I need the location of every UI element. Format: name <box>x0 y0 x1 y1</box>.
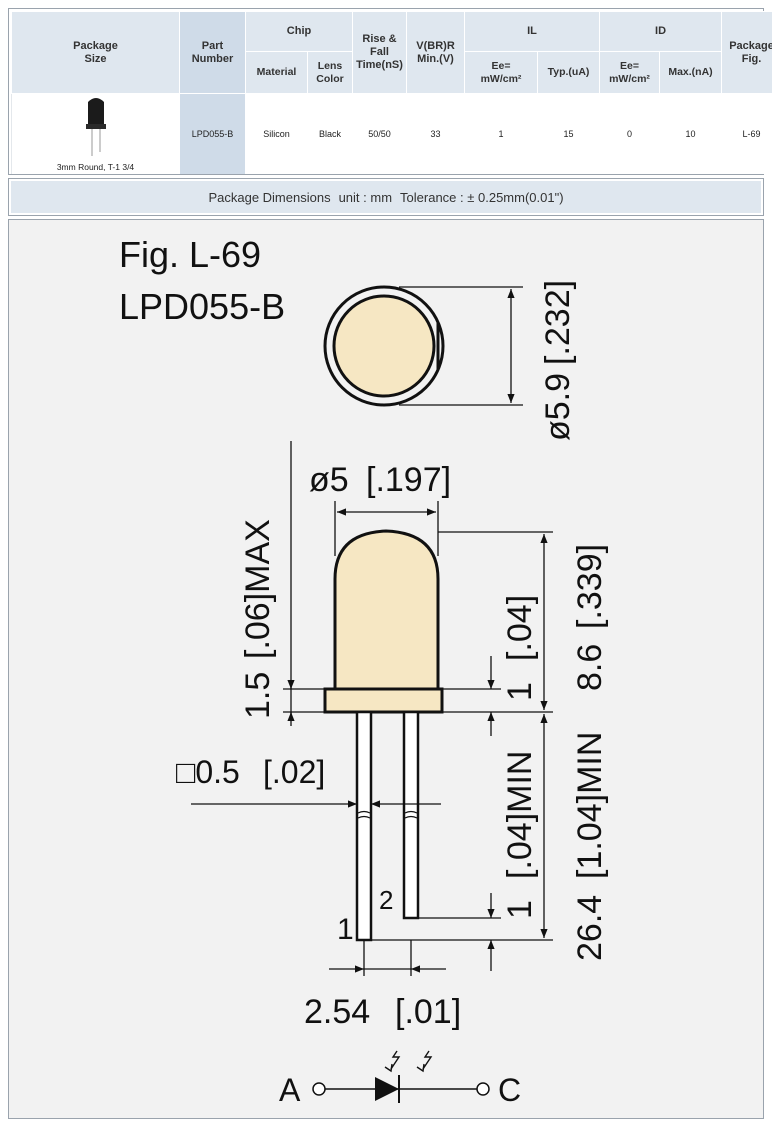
caption-unit: unit : mm <box>338 189 393 205</box>
package-drawing: Fig. L-69 LPD055-B ø5.9 [.232] <box>119 234 609 1108</box>
dim-lead-spacing-in: [.01] <box>395 993 461 1031</box>
drawing-frame: Fig. L-69 LPD055-B ø5.9 [.232] <box>8 219 764 1119</box>
header-il-ee: Ee= mW/cm² <box>464 51 539 94</box>
spec-table: Package Size Part Number Chip Rise & Fal… <box>11 11 772 174</box>
header-il-typ: Typ.(uA) <box>537 51 601 94</box>
dim-lead-length-in: [1.04]MIN <box>571 732 609 879</box>
header-package-fig: Package Fig. <box>721 11 772 94</box>
fig-part: LPD055-B <box>119 286 285 327</box>
header-rise-fall: Rise & Fall Time(nS) <box>352 11 408 94</box>
part-number-cell: LPD055-B <box>179 93 246 174</box>
package-label: 3mm Round, T-1 3/4 <box>56 162 135 172</box>
rise-fall-cell: 50/50 <box>352 93 408 174</box>
anode-label: A <box>279 1072 301 1108</box>
top-view: ø5.9 [.232] <box>323 280 577 441</box>
dim-dome-offset: 1 <box>501 682 539 701</box>
header-vbr: V(BR)R Min.(V) <box>406 11 466 94</box>
lens-color-cell: Black <box>306 93 354 174</box>
dim-lead-length: 26.4 <box>571 895 609 961</box>
package-dimensions-caption: Package Dimensions unit : mm Tolerance :… <box>11 181 761 213</box>
pin1-label: 1 <box>337 913 354 946</box>
material-cell: Silicon <box>245 93 308 174</box>
dim-flange-height-in: [.06]MAX <box>239 519 277 659</box>
header-chip-material: Material <box>245 51 308 94</box>
vbr-cell: 33 <box>406 93 466 174</box>
cathode-label: C <box>498 1072 521 1108</box>
il-typ-cell: 15 <box>537 93 601 174</box>
id-max-cell: 10 <box>659 93 723 174</box>
header-id-ee: Ee= mW/cm² <box>599 51 661 94</box>
dim-body-height: 8.6 <box>571 644 609 691</box>
dim-flange-dia-in: [.232] <box>539 280 577 365</box>
header-id: ID <box>599 11 723 52</box>
caption-title: Package Dimensions <box>208 189 331 205</box>
dim-lead-square-in: [.02] <box>263 754 325 790</box>
header-id-max: Max.(nA) <box>659 51 723 94</box>
photodiode-symbol: A C <box>279 1050 521 1108</box>
il-ee-cell: 1 <box>464 93 539 174</box>
header-lens-color: Lens Color <box>306 51 354 94</box>
dim-flange-dia: ø5.9 <box>539 373 577 441</box>
package-dimensions-caption-frame: Package Dimensions unit : mm Tolerance :… <box>8 178 764 216</box>
package-fig-cell: L-69 <box>721 93 772 174</box>
caption-tolerance: Tolerance : ± 0.25mm(0.01") <box>400 189 564 205</box>
package-size-cell: 3mm Round, T-1 3/4 <box>11 93 180 174</box>
dim-lead-square: □0.5 <box>176 754 240 790</box>
side-view: 1 2 ø5 [.197] 1.5 [.06]MAX □0.5 [.02] <box>176 441 609 1031</box>
dim-body-height-in: [.339] <box>571 544 609 629</box>
pin2-label: 2 <box>379 885 393 915</box>
header-part-number: Part Number <box>179 11 246 94</box>
header-il: IL <box>464 11 601 52</box>
dim-body-dia: ø5 <box>309 461 349 499</box>
spec-table-frame: Package Size Part Number Chip Rise & Fal… <box>8 8 772 175</box>
fig-title: Fig. L-69 <box>119 234 261 275</box>
header-package-size: Package Size <box>11 11 180 94</box>
dim-lead-diff: 1 <box>501 900 539 919</box>
dim-dome-offset-in: [.04] <box>501 595 539 661</box>
dim-lead-spacing: 2.54 <box>304 993 370 1031</box>
dim-body-dia-in: [.197] <box>366 461 451 499</box>
dim-flange-height: 1.5 <box>239 672 277 719</box>
led-package-image <box>85 98 106 156</box>
header-chip: Chip <box>244 11 354 52</box>
id-ee-cell: 0 <box>599 93 661 174</box>
dim-lead-diff-in: [.04]MIN <box>501 751 539 879</box>
